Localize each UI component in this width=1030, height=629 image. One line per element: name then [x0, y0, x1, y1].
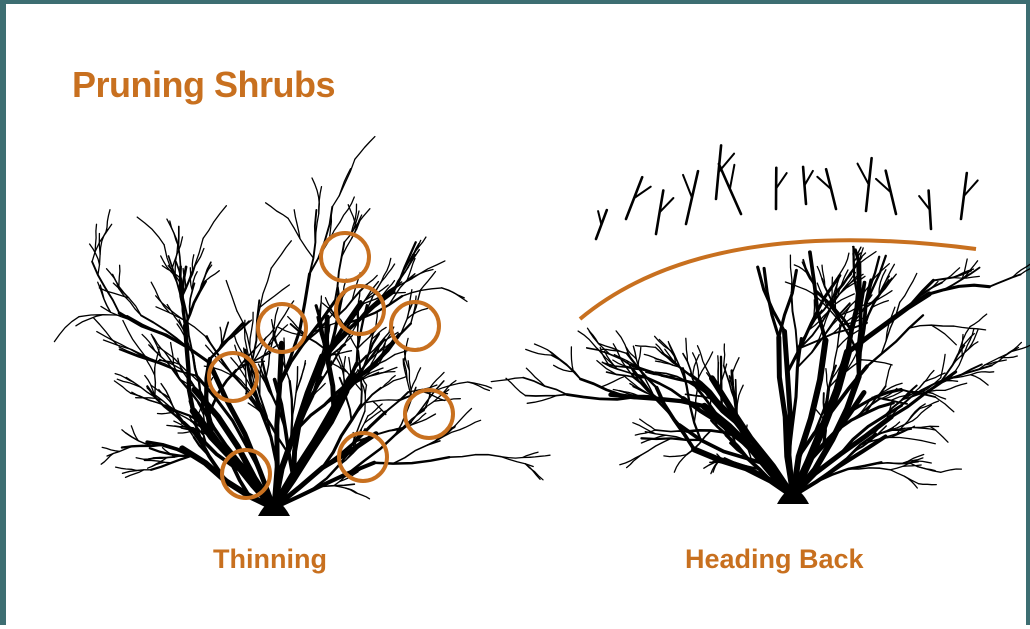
branch — [674, 455, 686, 473]
branch — [833, 324, 840, 371]
branch — [931, 325, 956, 345]
branch — [867, 315, 923, 366]
branch — [724, 344, 725, 366]
branch — [900, 273, 917, 302]
branch — [644, 354, 661, 360]
branch — [638, 348, 641, 366]
branch — [718, 356, 719, 381]
branch — [945, 383, 967, 390]
branch — [910, 463, 941, 472]
branch — [891, 426, 915, 437]
branch — [1012, 344, 1030, 351]
branch — [919, 484, 937, 485]
removed-tip — [683, 175, 692, 198]
branch — [620, 455, 641, 465]
heading-back-label: Heading Back — [685, 544, 864, 575]
removed-tip — [776, 173, 787, 188]
branch — [601, 376, 627, 387]
branch — [891, 372, 955, 417]
heading-back-branches — [491, 247, 1030, 504]
branch — [918, 467, 936, 471]
branch — [979, 354, 1007, 369]
branch — [958, 327, 970, 355]
branch — [491, 378, 523, 382]
heading-back-shrub-illustration — [6, 4, 1030, 629]
removed-tip — [730, 165, 735, 189]
branch — [506, 378, 526, 395]
branch — [909, 439, 935, 444]
branch — [526, 368, 545, 386]
branch — [971, 375, 989, 385]
branch — [790, 255, 792, 292]
heading-back-cut-line — [580, 240, 976, 319]
branch — [886, 366, 891, 387]
branch — [737, 385, 743, 406]
branch — [970, 314, 987, 327]
branch — [764, 268, 779, 337]
branch — [929, 285, 989, 294]
branch — [527, 396, 556, 404]
branch — [941, 469, 962, 472]
removed-tip — [858, 164, 869, 185]
branch — [977, 372, 994, 373]
branch — [640, 419, 656, 430]
branch — [580, 379, 634, 397]
branch — [862, 360, 893, 365]
branch — [758, 267, 785, 331]
branch — [785, 282, 813, 294]
branch — [930, 426, 948, 442]
branch — [571, 347, 573, 372]
removed-tip — [805, 171, 813, 186]
branch — [526, 395, 567, 397]
branch — [989, 275, 1020, 287]
branch — [853, 254, 854, 262]
branch — [888, 280, 933, 322]
removed-tip — [598, 211, 601, 225]
branch — [664, 455, 687, 457]
branch — [636, 346, 656, 348]
thinning-label: Thinning — [213, 544, 327, 575]
heading-back-removed-tips — [596, 145, 978, 239]
